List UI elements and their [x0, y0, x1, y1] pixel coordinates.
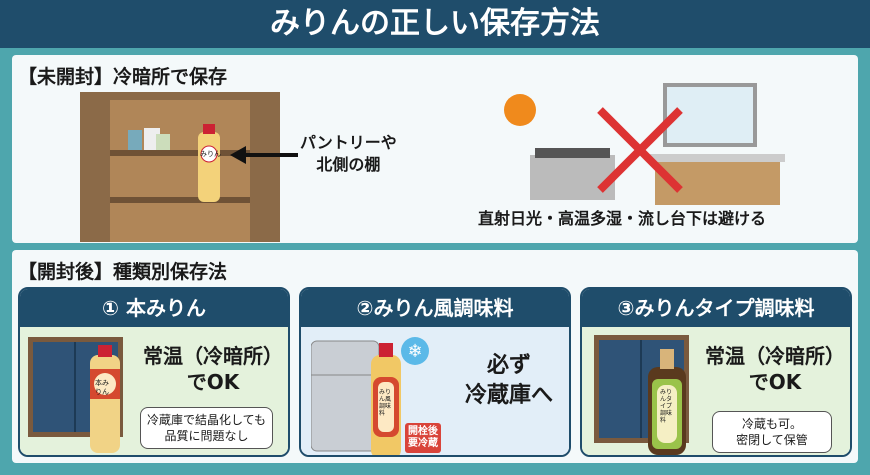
card-mirin-type: ③みりんタイプ調味料 みりんタイプ調味料 常温（冷暗所）でOK 冷蔵も可。密閉し…	[580, 287, 852, 457]
note-bubble: 冷蔵も可。密閉して保管	[712, 411, 832, 453]
pantry-shelf-illustration	[80, 92, 280, 242]
card-hon-mirin: ① 本みりん 本みりん 常温（冷暗所）でOK 冷蔵庫で結晶化しても品質に問題なし	[18, 287, 290, 457]
avoid-text: 直射日光・高温多湿・流し台下は避ける	[478, 209, 767, 228]
bottle-label: みりん	[200, 150, 221, 158]
arrow-icon	[230, 146, 298, 164]
storage-instruction: 常温（冷暗所）でOK	[143, 344, 283, 394]
bottle-label: 本みりん	[95, 379, 109, 396]
card-title: ① 本みりん	[20, 289, 288, 327]
unopened-heading: 【未開封】冷暗所で保存	[18, 66, 228, 88]
note-bubble: 冷蔵庫で結晶化しても品質に問題なし	[140, 407, 274, 449]
bottle-label: みりんタイプ調味料	[660, 389, 673, 424]
avoid-illustration	[504, 83, 785, 205]
refrigerate-tag: 開栓後要冷蔵	[405, 423, 441, 453]
card-title: ②みりん風調味料	[301, 289, 569, 327]
opened-heading: 【開封後】種類別保存法	[18, 261, 228, 283]
cupboard-bottle-illustration	[28, 337, 123, 453]
card-title: ③みりんタイプ調味料	[582, 289, 850, 327]
page-title: みりんの正しい保存方法	[0, 0, 870, 48]
pantry-label: パントリーや北側の棚	[300, 133, 397, 174]
svg-text:❄: ❄	[407, 341, 422, 362]
storage-instruction: 常温（冷暗所）でOK	[705, 344, 845, 394]
card-mirin-style: ②みりん風調味料 ❄ みりん風調味料 開栓後要冷蔵 必ず冷蔵庫へ	[299, 287, 571, 457]
sun-icon	[504, 94, 536, 126]
bottle-label: みりん風調味料	[379, 389, 392, 417]
fridge-bottle-illustration: ❄	[311, 337, 429, 455]
cupboard-bottle-illustration	[594, 335, 689, 455]
snowflake-icon	[401, 337, 429, 365]
storage-instruction: 必ず冷蔵庫へ	[464, 353, 553, 408]
